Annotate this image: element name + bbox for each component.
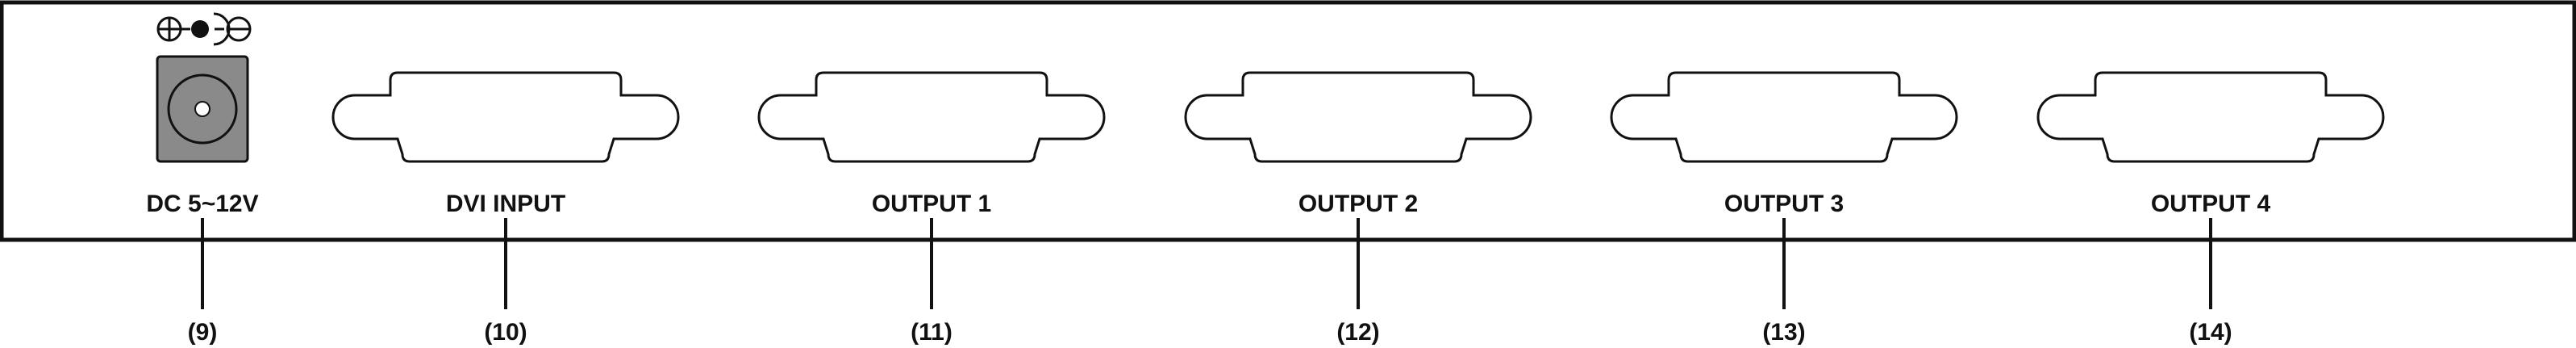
output-1-label: OUTPUT 1	[872, 191, 991, 217]
output-4-port[interactable]: OUTPUT 4 (14)	[2036, 71, 2385, 346]
dvi-connector-icon	[1610, 71, 1958, 163]
output-3-label: OUTPUT 3	[1724, 191, 1844, 217]
output-1-number: (11)	[911, 319, 952, 346]
dvi-input-label: DVI INPUT	[446, 191, 565, 217]
output-2-label: OUTPUT 2	[1298, 191, 1418, 217]
dc-power-jack[interactable]	[156, 55, 249, 163]
dvi-connector-icon	[2036, 71, 2385, 163]
panel-outline	[0, 0, 2576, 242]
polarity-symbol	[156, 12, 252, 46]
output-1-port[interactable]: OUTPUT 1 (11)	[757, 71, 1106, 346]
dvi-connector-icon	[757, 71, 1106, 163]
output-2-number: (12)	[1336, 319, 1379, 346]
dvi-input-number: (10)	[484, 319, 527, 346]
output-3-port[interactable]: OUTPUT 3 (13)	[1610, 71, 1958, 346]
output-3-number: (13)	[1762, 319, 1805, 346]
power-label: DC 5~12V	[146, 191, 258, 217]
power-number: (9)	[188, 319, 218, 346]
dvi-connector-icon	[331, 71, 680, 163]
dvi-input-port[interactable]: DVI INPUT (10)	[331, 71, 680, 346]
output-4-label: OUTPUT 4	[2151, 191, 2271, 217]
minus-icon	[226, 16, 252, 42]
dvi-connector-icon	[1184, 71, 1532, 163]
output-2-port[interactable]: OUTPUT 2 (12)	[1184, 71, 1532, 346]
ports-layer: DVI INPUT (10) OUTPUT 1 (11) OUTPUT 2 (1…	[331, 71, 2385, 346]
plus-icon	[156, 16, 182, 42]
output-4-number: (14)	[2189, 319, 2232, 346]
